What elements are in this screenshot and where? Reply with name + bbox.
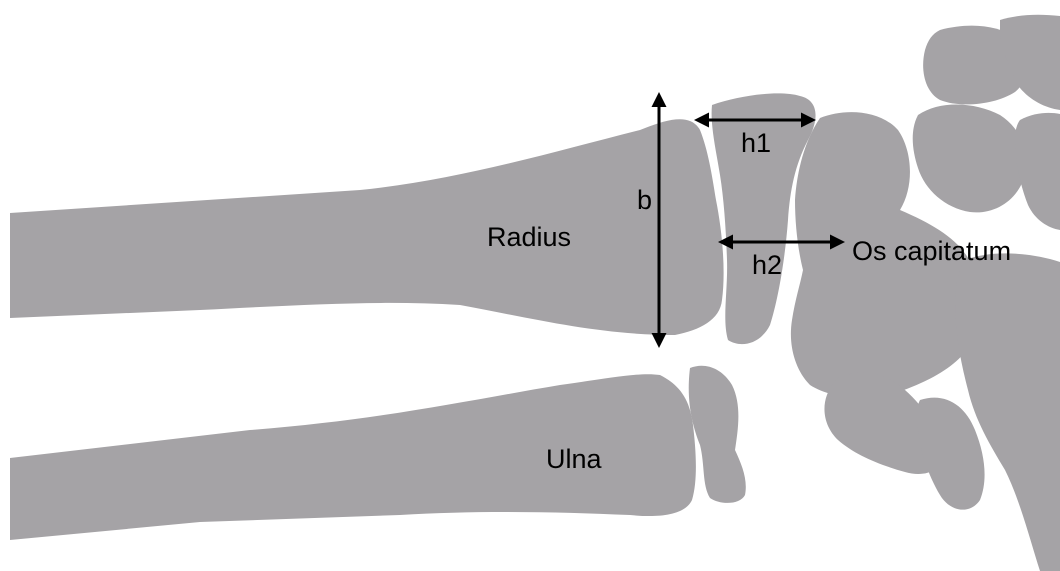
trapezoid-bone <box>913 104 1027 212</box>
metacarpal-bone-upper <box>1000 15 1060 110</box>
label-ulna: Ulna <box>546 444 603 474</box>
label-h2: h2 <box>752 250 782 280</box>
label-b: b <box>637 185 652 215</box>
label-radius: Radius <box>487 222 571 252</box>
bones-group <box>10 15 1060 571</box>
metacarpal-bone-lower <box>955 253 1060 571</box>
hamate-lower-bone <box>917 398 985 510</box>
radius-bone <box>10 119 724 335</box>
label-h1: h1 <box>741 128 771 158</box>
triquetrum-bone <box>689 366 746 503</box>
label-os-capitatum: Os capitatum <box>852 236 1011 266</box>
metacarpal-bone-middle <box>1015 113 1060 230</box>
